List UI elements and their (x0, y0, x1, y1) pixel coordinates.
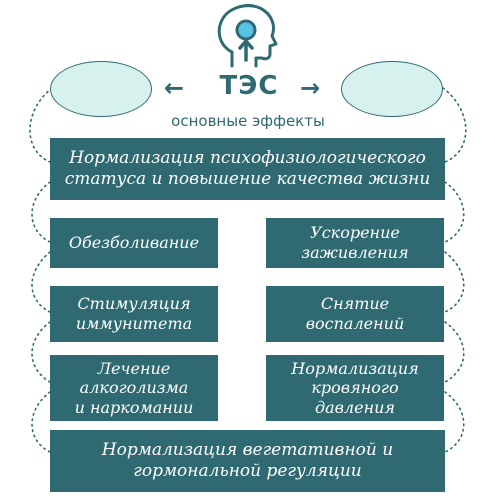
effect-label: Ускорение заживления (301, 223, 409, 262)
diagram-title: ТЭС (219, 71, 279, 101)
head-with-brain-stimulation-icon (217, 4, 278, 68)
right-connector-4 (444, 321, 465, 383)
left-connector-3 (31, 251, 51, 313)
effect-label: Стимуляция иммунитета (75, 294, 193, 333)
effect-box-vegetative-hormonal: Нормализация вегетативной и гормональной… (50, 430, 445, 492)
effect-label: Нормализация кровяного давления (291, 358, 419, 417)
right-connector-5 (444, 391, 465, 453)
right-connector-3 (444, 251, 465, 313)
right-arrow-icon: → (300, 74, 321, 102)
effect-box-analgesia: Обезболивание (50, 218, 218, 268)
right-connector-2 (444, 181, 465, 243)
effect-label: Нормализация психофизиологического стату… (64, 148, 431, 189)
effect-box-addiction-treatment: Лечение алкоголизма и наркомании (50, 355, 218, 421)
diagram-subtitle: основные эффекты (171, 112, 325, 130)
left-connector-4 (31, 321, 51, 383)
left-connector-1 (29, 87, 53, 163)
right-connector-1 (442, 87, 467, 163)
effect-label: Снятие воспалений (305, 294, 405, 333)
effect-box-immunity: Стимуляция иммунитета (50, 286, 218, 342)
left-oval (50, 61, 152, 117)
effect-box-psychophysiological: Нормализация психофизиологического стату… (50, 138, 445, 200)
left-connector-2 (31, 181, 51, 243)
left-arrow-icon: ← (164, 74, 185, 102)
effect-box-blood-pressure: Нормализация кровяного давления (266, 355, 444, 421)
right-oval (341, 61, 443, 117)
effect-box-inflammation: Снятие воспалений (266, 286, 444, 342)
effect-box-healing: Ускорение заживления (266, 218, 444, 268)
effect-label: Нормализация вегетативной и гормональной… (101, 440, 394, 481)
effect-label: Лечение алкоголизма и наркомании (74, 358, 194, 417)
effect-label: Обезболивание (68, 233, 200, 253)
left-connector-5 (31, 391, 51, 453)
